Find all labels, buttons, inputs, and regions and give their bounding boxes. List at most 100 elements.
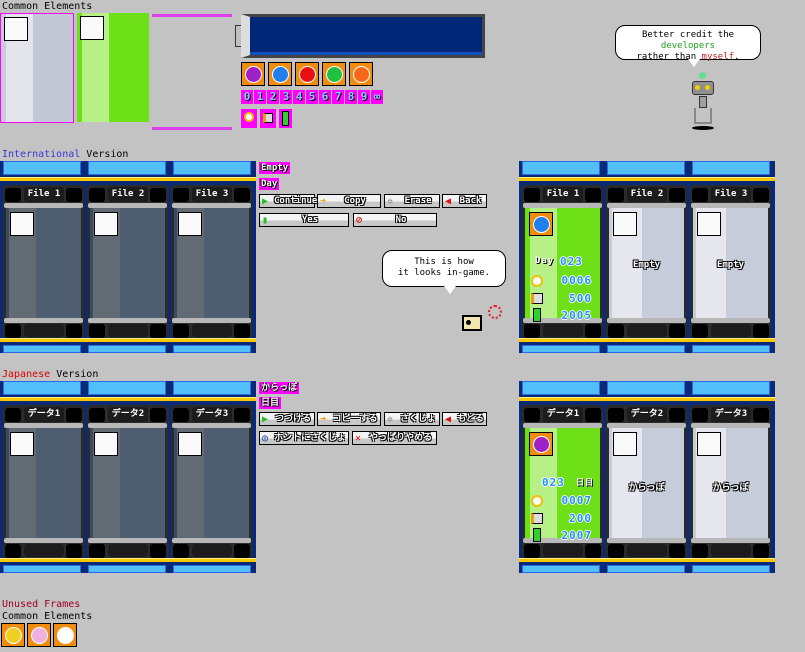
day-tag: Day bbox=[259, 178, 280, 190]
button-label: コピーする bbox=[332, 414, 378, 424]
intl-button-2[interactable]: ✲Erase bbox=[384, 194, 440, 208]
flower-icon bbox=[295, 62, 319, 86]
icon-placeholder bbox=[80, 16, 104, 40]
icon-placeholder bbox=[178, 432, 202, 456]
intl-button-3[interactable]: ◀Back bbox=[442, 194, 487, 208]
slot-bottom-rail bbox=[4, 538, 83, 543]
jp-button-2[interactable]: ✲さくじょ bbox=[384, 412, 440, 426]
footer-block bbox=[89, 324, 105, 338]
slot-bottom-rail bbox=[88, 318, 167, 323]
day-label: 日目 bbox=[576, 478, 594, 487]
footer-bar bbox=[192, 544, 232, 557]
slot-bottom-rail bbox=[88, 538, 167, 543]
slot-bottom-rail bbox=[607, 318, 686, 323]
jp-confirm-1[interactable]: ✕やっぱりやめる bbox=[352, 431, 437, 445]
bottom-blue-bar bbox=[607, 345, 685, 353]
flower-count: 0007 bbox=[561, 494, 592, 507]
slot-bottom-rail bbox=[523, 538, 602, 543]
icon-placeholder bbox=[697, 432, 721, 456]
file-slot-3[interactable]: データ3 bbox=[171, 405, 252, 558]
footer-block bbox=[150, 544, 166, 558]
slot-top-rail bbox=[172, 203, 251, 208]
slot-body-empty: からっぽ bbox=[693, 428, 768, 538]
header-block bbox=[89, 188, 105, 202]
intl-confirm-0[interactable]: ▮ Yes bbox=[259, 213, 349, 227]
footer-block bbox=[692, 544, 708, 558]
jp-button-3[interactable]: ◀もどる bbox=[442, 412, 487, 426]
slot-body-empty bbox=[90, 428, 165, 538]
button-icon: ◀ bbox=[445, 414, 452, 425]
jp-button-1[interactable]: ➜コピーする bbox=[317, 412, 381, 426]
unused-flower-icon bbox=[1, 623, 25, 647]
icon-placeholder bbox=[178, 212, 202, 236]
header-block bbox=[753, 188, 769, 202]
intl-button-0[interactable]: ▶Continue bbox=[259, 194, 318, 208]
footer-block bbox=[234, 324, 250, 338]
button-icon: ◀ bbox=[445, 196, 452, 207]
button-icon: ✲ bbox=[387, 414, 394, 425]
button-label: つづける bbox=[274, 414, 311, 424]
slot-title: データ3 bbox=[192, 407, 232, 422]
save-flower-icon bbox=[529, 432, 553, 456]
save-flower-icon bbox=[529, 212, 553, 236]
icon-placeholder bbox=[4, 17, 28, 41]
slot-footer bbox=[692, 543, 769, 558]
bottom-blue-bar bbox=[692, 565, 770, 573]
day-value: 023 bbox=[542, 476, 565, 489]
file-slot-1[interactable]: File 1 bbox=[3, 185, 84, 338]
file-slot-1[interactable]: データ1 bbox=[3, 405, 84, 558]
intl-confirm-1[interactable]: ⊘No bbox=[353, 213, 437, 227]
file-slot-2[interactable]: File 2 bbox=[87, 185, 168, 338]
slot-body-empty bbox=[174, 208, 249, 318]
canister-icon bbox=[533, 528, 541, 542]
credit-speech-bubble: Better credit the developers rather than… bbox=[615, 25, 761, 67]
jp-confirm-0[interactable]: ◎ホントにさくじょ bbox=[259, 431, 349, 445]
empty-label: Empty bbox=[632, 260, 661, 270]
empty-slot-background bbox=[0, 13, 74, 123]
slot-header: データ2 bbox=[89, 407, 166, 422]
bottom-blue-bar bbox=[173, 345, 251, 353]
slot-header: File 3 bbox=[692, 187, 769, 202]
slot-header: データ1 bbox=[5, 407, 82, 422]
canister-stat-icon bbox=[279, 109, 292, 128]
icon-placeholder bbox=[613, 432, 637, 456]
empty-label: からっぽ bbox=[712, 483, 749, 493]
header-block bbox=[5, 188, 21, 202]
credit-myself: myself bbox=[701, 52, 735, 62]
intl-button-1[interactable]: ➜Copy bbox=[317, 194, 381, 208]
button-label: Yes bbox=[301, 215, 319, 225]
slot-body-empty: からっぽ bbox=[609, 428, 684, 538]
top-yellow-rail bbox=[0, 397, 256, 401]
canister-icon bbox=[533, 308, 541, 322]
button-label: Continue bbox=[274, 196, 318, 206]
jp-button-0[interactable]: ▶つづける bbox=[259, 412, 315, 426]
footer-block bbox=[608, 544, 624, 558]
top-blue-bar bbox=[522, 381, 600, 395]
slot-body-empty bbox=[6, 428, 81, 538]
slot-top-rail bbox=[523, 423, 602, 428]
header-block bbox=[234, 188, 250, 202]
file-slot-3[interactable]: File 3 bbox=[171, 185, 252, 338]
button-icon: ◎ bbox=[262, 433, 269, 444]
button-icon: ▮ bbox=[262, 215, 269, 226]
footer-bar bbox=[108, 324, 148, 337]
top-blue-bar bbox=[88, 381, 166, 395]
battery-stat-icon bbox=[260, 109, 276, 128]
jp-file-select-empty: データ1 データ2 データ3 bbox=[0, 381, 256, 573]
flower-stat-icon bbox=[241, 109, 257, 128]
small-robot-sprite bbox=[460, 305, 505, 335]
slot-top-rail bbox=[607, 423, 686, 428]
slot-title: File 2 bbox=[108, 187, 148, 202]
file-slot-2[interactable]: データ2 bbox=[87, 405, 168, 558]
heading-highlight: International bbox=[2, 149, 81, 160]
divider-top bbox=[152, 14, 232, 17]
slot-footer bbox=[173, 323, 250, 338]
